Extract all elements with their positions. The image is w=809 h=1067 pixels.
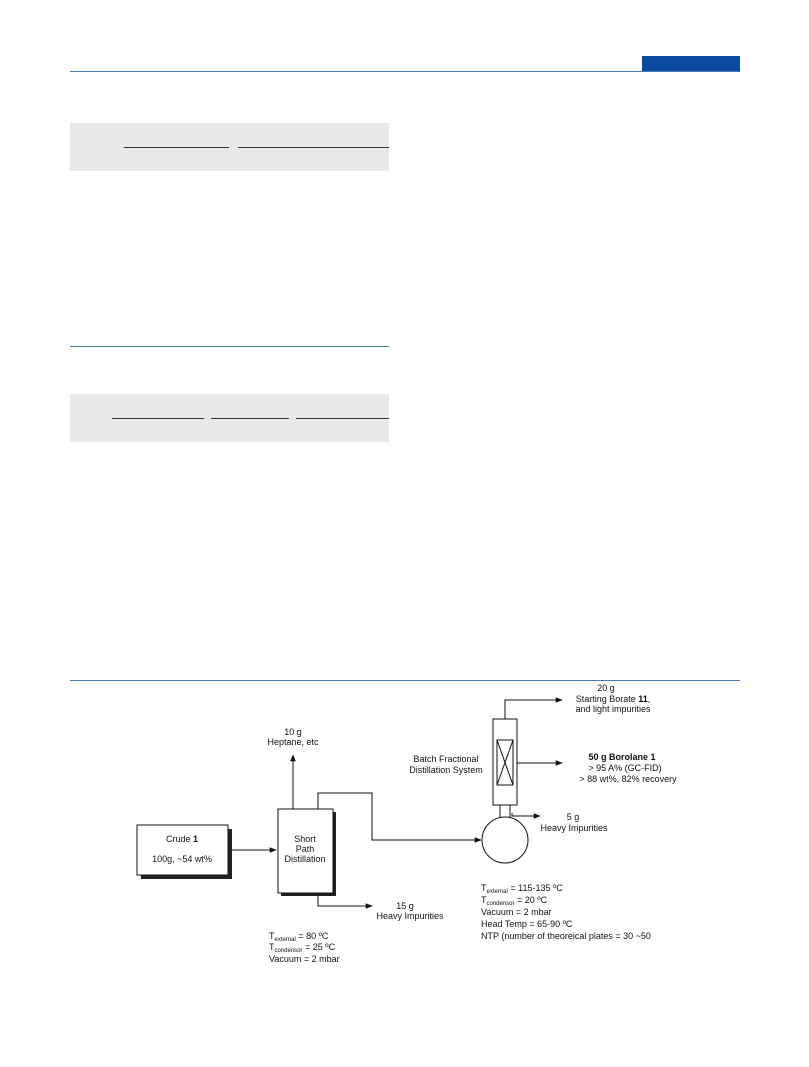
top-output-line2: and light impurities [575,704,651,714]
bf-t-condensor: Tcondensor = 20 ºC [481,895,548,907]
table-2-header-rule-c [296,418,389,419]
product-line2: > 88 wt%, 82% recovery [579,774,677,784]
product-title: 50 g Borolane 1 [588,752,655,762]
pot-heavy-amount: 5 g [567,812,580,822]
section-divider-1 [70,346,389,347]
bf-head-temp: Head Temp = 65-90 ºC [481,919,573,929]
table-2-header-rule-a [112,418,204,419]
crude-box [136,824,229,876]
pot-heavy-label: Heavy Impurities [540,823,608,833]
sp-t-condensor: Tcondensor = 25 ºC [269,942,336,954]
short-path-line2: Path [296,844,315,854]
bf-vacuum: Vacuum = 2 mbar [481,907,552,917]
table-2-header-rule-b [211,418,289,419]
short-path-line1: Short [294,834,316,844]
table-1-header-rule-a [124,147,229,148]
table-2-header [70,394,389,442]
heptane-amount: 10 g [284,727,302,737]
top-output-line1: Starting Borate 11, [576,694,651,704]
heptane-label: Heptane, etc [267,737,319,747]
sp-heavy-amount: 15 g [396,901,414,911]
bf-ntp: NTP (number of theoreical plates = 30 ~5… [481,931,651,941]
header-rule [70,71,740,72]
column-packing-diag-b [496,739,514,786]
pot-heavy-arrow [511,813,541,819]
header-accent-tab [642,56,740,71]
sp-t-external: Texternal = 80 ºC [269,931,329,943]
sp-heavy-label: Heavy Impurities [376,911,444,921]
short-path-box [277,808,334,894]
fractional-line1: Batch Fractional [413,754,478,764]
bf-t-external: Texternal = 115-135 ºC [481,883,563,895]
figure-divider [70,680,740,681]
sp-heavy-arrow [317,893,373,909]
table-1-header-rule-b [238,147,389,148]
distillation-pot [481,816,529,864]
top-output-arrow [504,697,563,719]
product-line1: > 95 A% (GC-FID) [588,763,661,773]
sp-vacuum: Vacuum = 2 mbar [269,954,340,964]
top-output-amount: 20 g [597,683,615,693]
crude-label: Crude 1 [166,834,198,844]
crude-amount: 100g, ~54 wt% [152,854,212,864]
transfer-line [317,792,482,843]
fractional-line2: Distillation System [409,765,483,775]
table-1-header [70,123,389,171]
short-path-line3: Distillation [284,854,325,864]
